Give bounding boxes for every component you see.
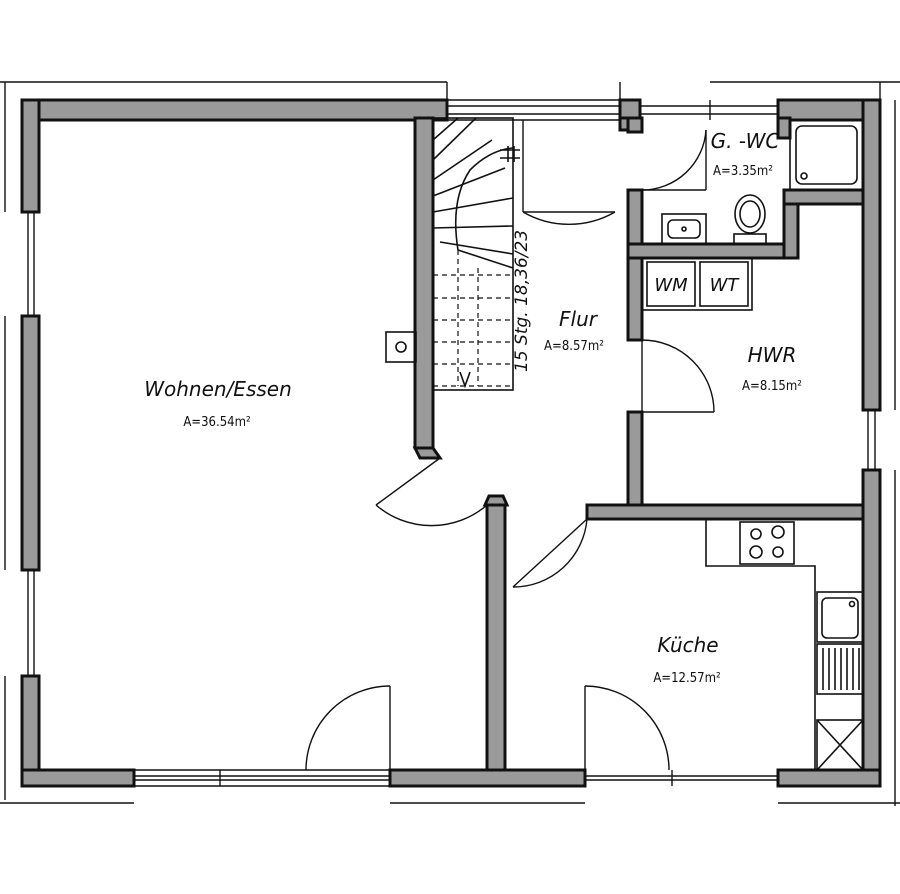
room-name-flur: Flur [559,307,599,331]
room-area-flur: A=8.57m² [544,339,604,354]
room-area-wc: A=3.35m² [713,164,773,179]
room-area-hwr: A=8.15m² [742,379,802,394]
room-name-hwr: HWR [748,343,797,367]
windows [0,81,900,806]
stair-label: 15 Stg. 18,36/23 [512,230,532,372]
inner-walls [412,116,865,772]
shaft-box [385,331,417,363]
hwr-appliances [641,257,753,311]
room-name-kueche: Küche [657,633,718,657]
kitchen-counter [705,519,864,771]
outer-walls [20,98,882,788]
washing-machine-label: WM [654,275,688,296]
sanitary [661,119,864,245]
room-name-wc: G. -WC [711,129,780,153]
room-name-wohnen: Wohnen/Essen [144,377,292,401]
room-area-wohnen: A=36.54m² [183,415,250,430]
doors [305,120,715,771]
staircase [432,117,520,391]
dryer-label: WT [710,275,741,296]
room-area-kueche: A=12.57m² [653,671,720,686]
